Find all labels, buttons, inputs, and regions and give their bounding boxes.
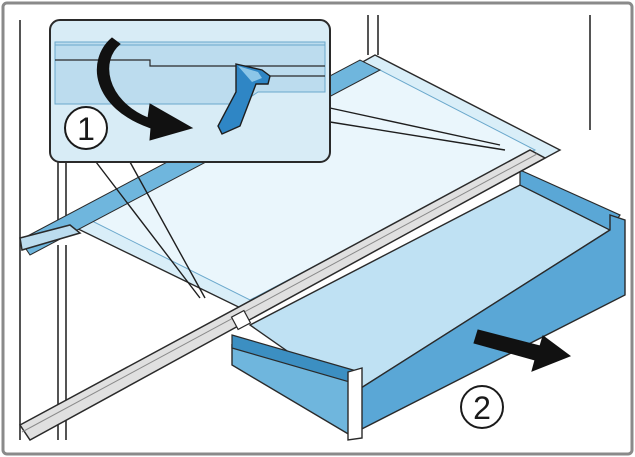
curved-arrow-icon [96, 37, 194, 141]
pull-out-arrow-icon [473, 329, 572, 372]
detail-inset [49, 19, 331, 163]
drawer-end-cap [347, 367, 363, 441]
callout-lines [95, 107, 506, 299]
step-2-marker: 2 [460, 385, 504, 429]
left-shelf-edge [19, 224, 82, 251]
release-lever-icon [217, 63, 271, 135]
shelf-front-rail [18, 149, 547, 441]
step-1-label: 1 [77, 111, 95, 147]
step-1-marker: 1 [64, 106, 108, 150]
step-2-label: 2 [473, 390, 491, 426]
drawer [231, 169, 626, 441]
